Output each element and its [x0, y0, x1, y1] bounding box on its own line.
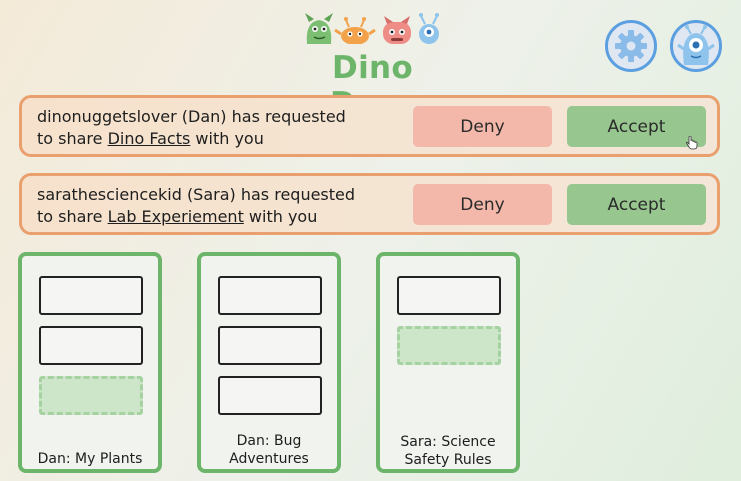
- request-text: to share: [37, 207, 108, 226]
- document-title-line: Dan: My Plants: [37, 451, 143, 467]
- document-title: Dan: My Plants: [22, 450, 158, 468]
- document-title-line: Dan: Bug: [236, 433, 302, 449]
- page-slot: [397, 276, 501, 315]
- monster-avatar-icon: [677, 25, 715, 65]
- page-slot: [218, 326, 322, 365]
- page-slot: [39, 276, 143, 315]
- document-title: Sara: Science Safety Rules: [380, 433, 516, 469]
- settings-button[interactable]: [605, 20, 657, 72]
- profile-button[interactable]: [670, 20, 722, 72]
- deny-button[interactable]: Deny: [413, 106, 552, 147]
- empty-page-slot: [39, 376, 143, 415]
- document-card[interactable]: Dan: Bug Adventures: [197, 252, 341, 473]
- share-request-card: sarathesciencekid (Sara) has requested t…: [19, 173, 720, 235]
- document-card[interactable]: Dan: My Plants: [18, 252, 162, 473]
- page-slot: [39, 326, 143, 365]
- deny-button[interactable]: Deny: [413, 184, 552, 225]
- shared-doc-link[interactable]: Dino Facts: [107, 129, 191, 148]
- hand-cursor-icon: [686, 136, 698, 150]
- document-title-line: Adventures: [229, 451, 309, 467]
- document-title-line: Sara: Science: [400, 434, 496, 450]
- document-card[interactable]: Sara: Science Safety Rules: [376, 252, 520, 473]
- page-slot: [218, 376, 322, 415]
- request-sender-text: sarathesciencekid (Sara) has requested: [37, 185, 356, 204]
- request-sender-text: dinonuggetslover (Dan) has requested: [37, 107, 346, 126]
- accept-button[interactable]: Accept: [567, 184, 706, 225]
- app-logo: Dino Docs: [285, 10, 460, 122]
- document-title-line: Safety Rules: [404, 452, 492, 468]
- page-slot: [218, 276, 322, 315]
- share-request-message: sarathesciencekid (Sara) has requested t…: [37, 184, 407, 228]
- share-request-card: dinonuggetslover (Dan) has requested to …: [19, 95, 720, 157]
- document-title: Dan: Bug Adventures: [201, 432, 337, 468]
- gear-icon: [615, 30, 647, 62]
- dino-monsters-logo-icon: [305, 13, 439, 44]
- request-text: with you: [190, 129, 264, 148]
- empty-page-slot: [397, 326, 501, 365]
- accept-button[interactable]: Accept: [567, 106, 706, 147]
- request-text: to share: [37, 129, 108, 148]
- request-text: with you: [243, 207, 318, 226]
- share-request-message: dinonuggetslover (Dan) has requested to …: [37, 106, 407, 150]
- shared-doc-link[interactable]: Lab Experiement: [107, 207, 244, 226]
